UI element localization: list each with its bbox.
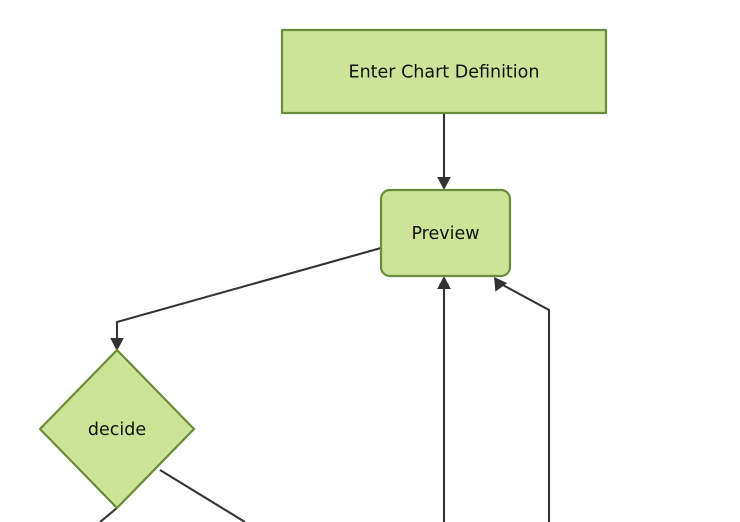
edge-bottom-center-to-preview-arrowhead <box>437 276 451 289</box>
edge-preview-to-decide-line <box>115 246 382 340</box>
edge-bottom-right-to-preview-line <box>500 283 551 522</box>
edge-preview-to-decide-arrowhead <box>110 338 124 351</box>
edge-enter-to-preview[interactable] <box>437 113 451 190</box>
edge-preview-to-decide[interactable] <box>110 246 382 351</box>
node-preview-shape <box>379 188 512 278</box>
node-preview-label: Preview <box>411 224 479 244</box>
edge-decide-bottom-right[interactable] <box>159 469 246 522</box>
edge-bottom-center-to-preview[interactable] <box>437 276 451 522</box>
edge-bottom-right-to-preview-arrowhead <box>494 277 508 292</box>
edge-decide-bottom-right-line <box>159 469 246 522</box>
node-enter-chart-definition-shape <box>280 28 608 115</box>
edge-layer <box>99 113 551 522</box>
node-decide-shape <box>38 348 196 510</box>
edge-bottom-right-to-preview[interactable] <box>494 277 551 522</box>
node-decide-label: decide <box>88 420 146 440</box>
node-enter-chart-definition-label: Enter Chart Definition <box>349 63 540 83</box>
node-preview[interactable]: Preview <box>379 188 512 278</box>
node-layer: Enter Chart Definition Preview decide <box>38 28 608 510</box>
edge-decide-bottom-left-line <box>99 507 118 522</box>
node-enter-chart-definition[interactable]: Enter Chart Definition <box>280 28 608 115</box>
edge-enter-to-preview-arrowhead <box>437 177 451 190</box>
edge-decide-bottom-left[interactable] <box>99 507 118 522</box>
node-decide[interactable]: decide <box>38 348 196 510</box>
